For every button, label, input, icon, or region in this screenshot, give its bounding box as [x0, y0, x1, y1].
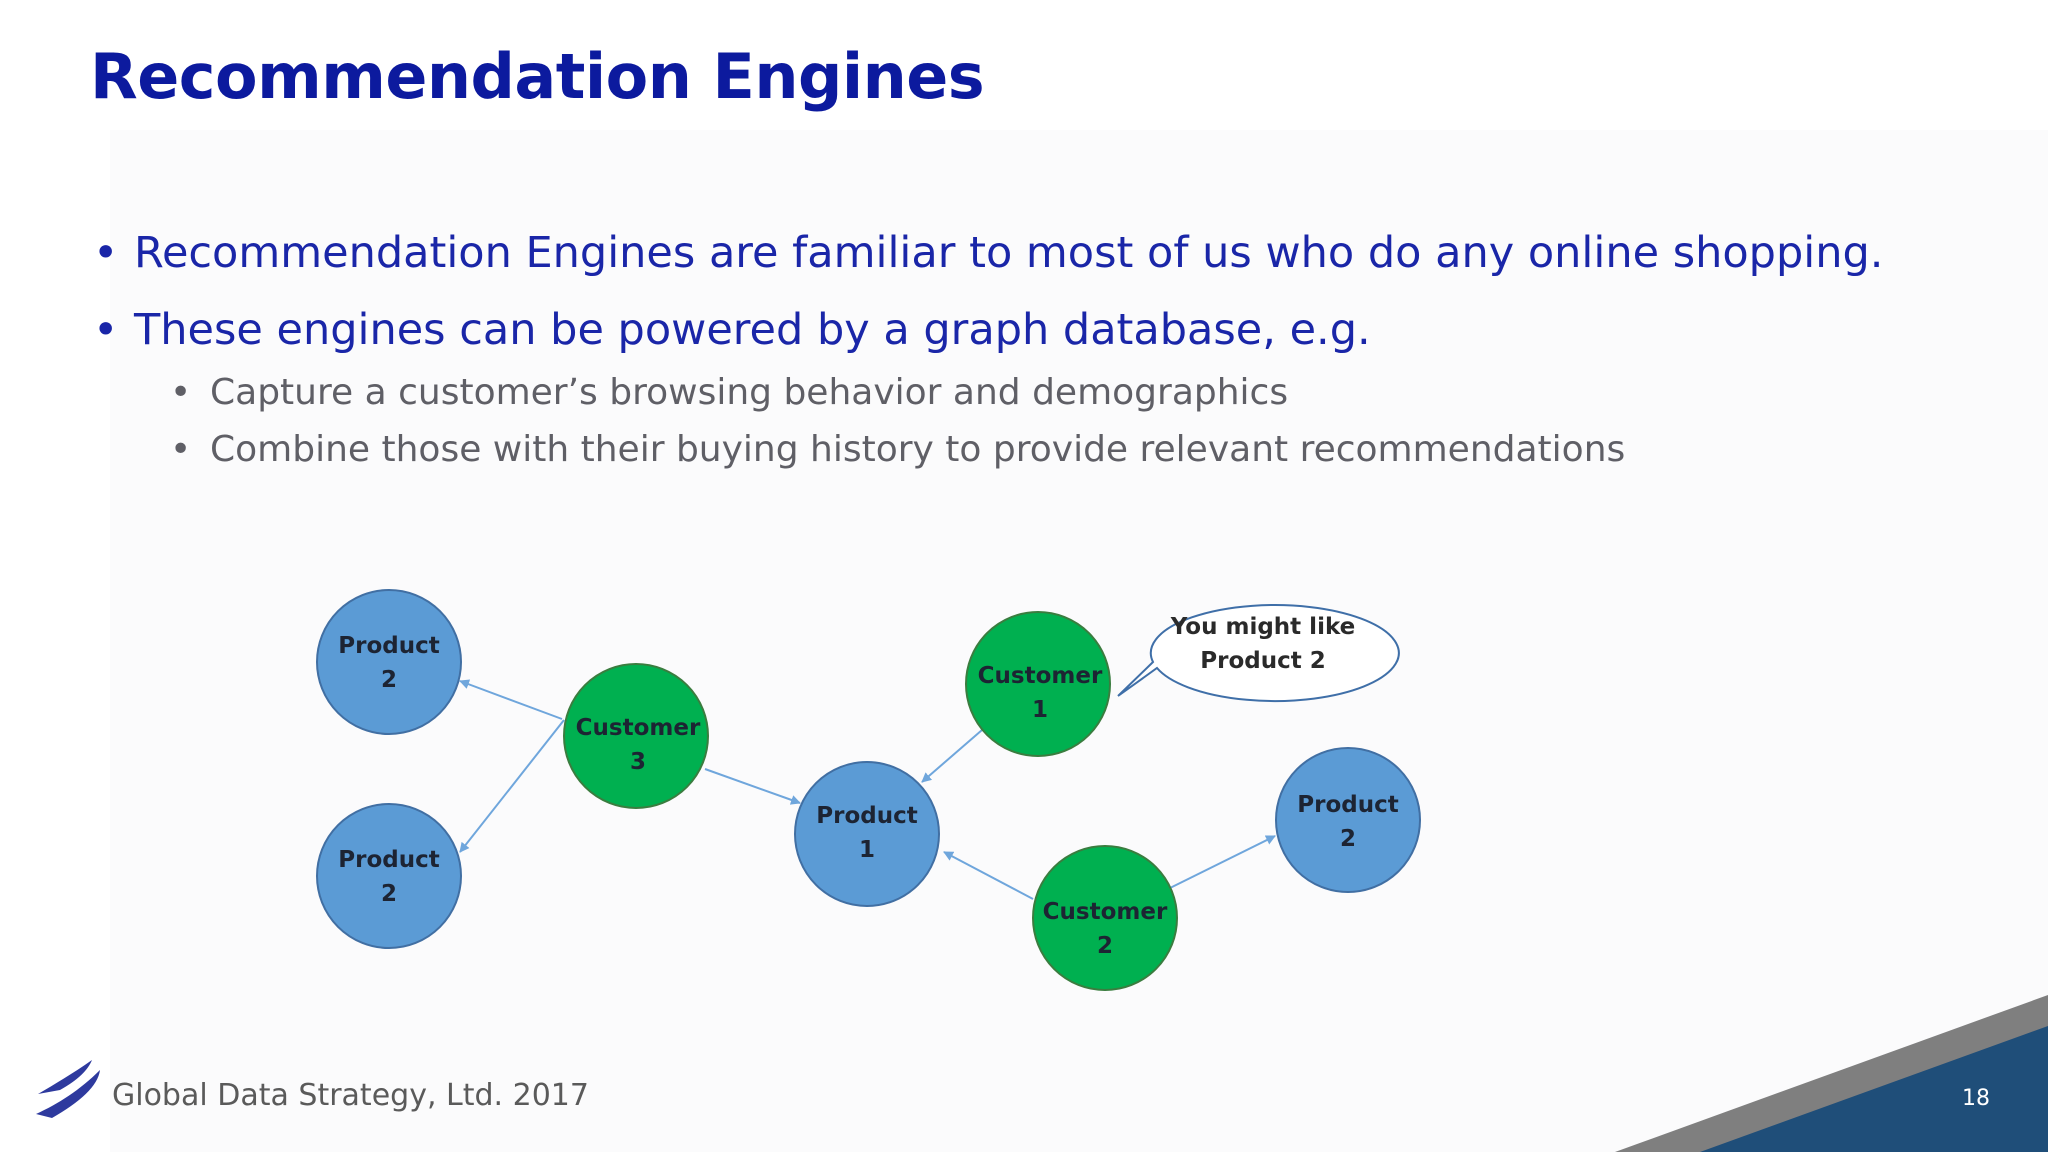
company-logo-icon [36, 1060, 100, 1118]
node-product-2-top: Product 2 [316, 589, 462, 735]
callout-line-1: You might like [1170, 614, 1355, 640]
bullet-dot: • [170, 429, 192, 470]
node-label: Product [338, 847, 439, 873]
node-customer-2: Customer 2 [1032, 845, 1178, 991]
node-label: 1 [1032, 697, 1048, 723]
node-label: 2 [381, 667, 397, 693]
bullet-dot: • [93, 228, 119, 278]
bullet-text: Recommendation Engines are familiar to m… [134, 228, 1884, 278]
node-label: Customer [978, 663, 1103, 689]
node-product-2-bottom: Product 2 [316, 803, 462, 949]
node-label: Product [816, 803, 917, 829]
slide-title: Recommendation Engines [90, 40, 985, 113]
edge-customer3-product1 [704, 768, 801, 805]
node-label: 1 [859, 837, 875, 863]
edge-customer3-product2-bottom [459, 719, 565, 853]
sub-bullet-text: Combine those with their buying history … [210, 429, 1626, 470]
node-product-2-right: Product 2 [1275, 747, 1421, 893]
node-label: Product [1297, 792, 1398, 818]
footer-company: Global Data Strategy, Ltd. 2017 [112, 1078, 589, 1113]
node-label: Customer [576, 715, 701, 741]
node-label: 2 [381, 881, 397, 907]
bullet-dot: • [93, 305, 119, 355]
node-product-1: Product 1 [794, 761, 940, 907]
node-customer-3: Customer 3 [563, 663, 709, 809]
node-label: 3 [630, 749, 646, 775]
bullet-dot: • [170, 372, 192, 413]
edge-customer1-product1 [921, 729, 983, 783]
callout-line-2: Product 2 [1200, 648, 1325, 674]
bullet-text: These engines can be powered by a graph … [134, 305, 1371, 355]
page-number: 18 [1962, 1086, 1990, 1111]
edge-customer3-product2-top [459, 679, 563, 720]
edge-customer2-product1 [943, 851, 1034, 900]
node-label: 2 [1340, 826, 1356, 852]
node-customer-1: Customer 1 [965, 611, 1111, 757]
node-label: Product [338, 633, 439, 659]
recommendation-callout: You might like Product 2 [1117, 604, 1400, 703]
node-label: Customer [1043, 899, 1168, 925]
edge-customer2-product2-right [1169, 835, 1276, 889]
sub-bullet-text: Capture a customer’s browsing behavior a… [210, 372, 1289, 413]
node-label: 2 [1097, 933, 1113, 959]
